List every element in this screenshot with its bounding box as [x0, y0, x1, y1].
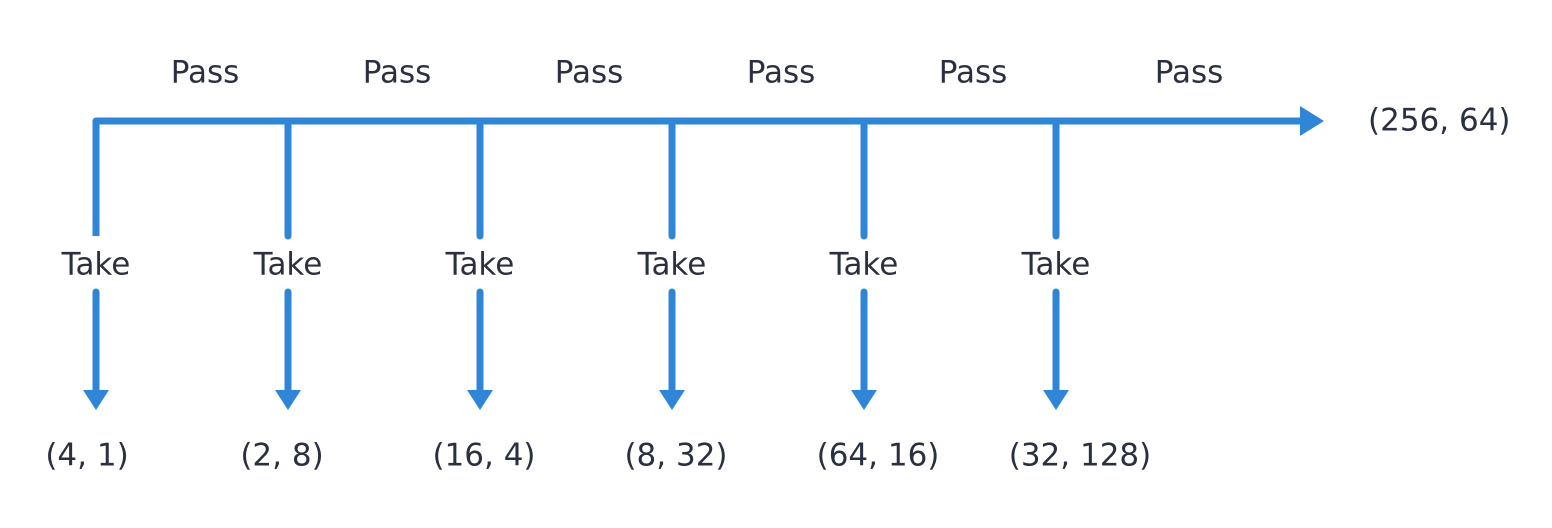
pass-label-6: Pass — [1154, 54, 1224, 91]
output-label-4: (8, 32) — [624, 437, 728, 474]
take-label-3: Take — [445, 246, 515, 283]
take-label-1: Take — [61, 246, 131, 283]
pass-label-1: Pass — [170, 54, 240, 91]
branch-5-arrowhead — [851, 390, 877, 410]
pass-label-3: Pass — [554, 54, 624, 91]
final-result-label: (256, 64) — [1368, 102, 1511, 139]
take-label-6: Take — [1021, 246, 1091, 283]
take-label-5: Take — [829, 246, 899, 283]
output-label-5: (64, 16) — [816, 437, 940, 474]
branch-6-arrowhead — [1043, 390, 1069, 410]
take-label-4: Take — [637, 246, 707, 283]
pass-label-5: Pass — [938, 54, 1008, 91]
output-label-3: (16, 4) — [432, 437, 536, 474]
branch-2-arrowhead — [275, 390, 301, 410]
output-label-2: (2, 8) — [240, 437, 324, 474]
take-label-2: Take — [253, 246, 323, 283]
branch-3-arrowhead — [467, 390, 493, 410]
output-label-6: (32, 128) — [1008, 437, 1152, 474]
pass-label-4: Pass — [746, 54, 816, 91]
branch-1-arrowhead — [83, 390, 109, 410]
main-flow-arrowhead — [1300, 106, 1324, 136]
output-label-1: (4, 1) — [45, 437, 129, 474]
branch-4-arrowhead — [659, 390, 685, 410]
pass-label-2: Pass — [362, 54, 432, 91]
